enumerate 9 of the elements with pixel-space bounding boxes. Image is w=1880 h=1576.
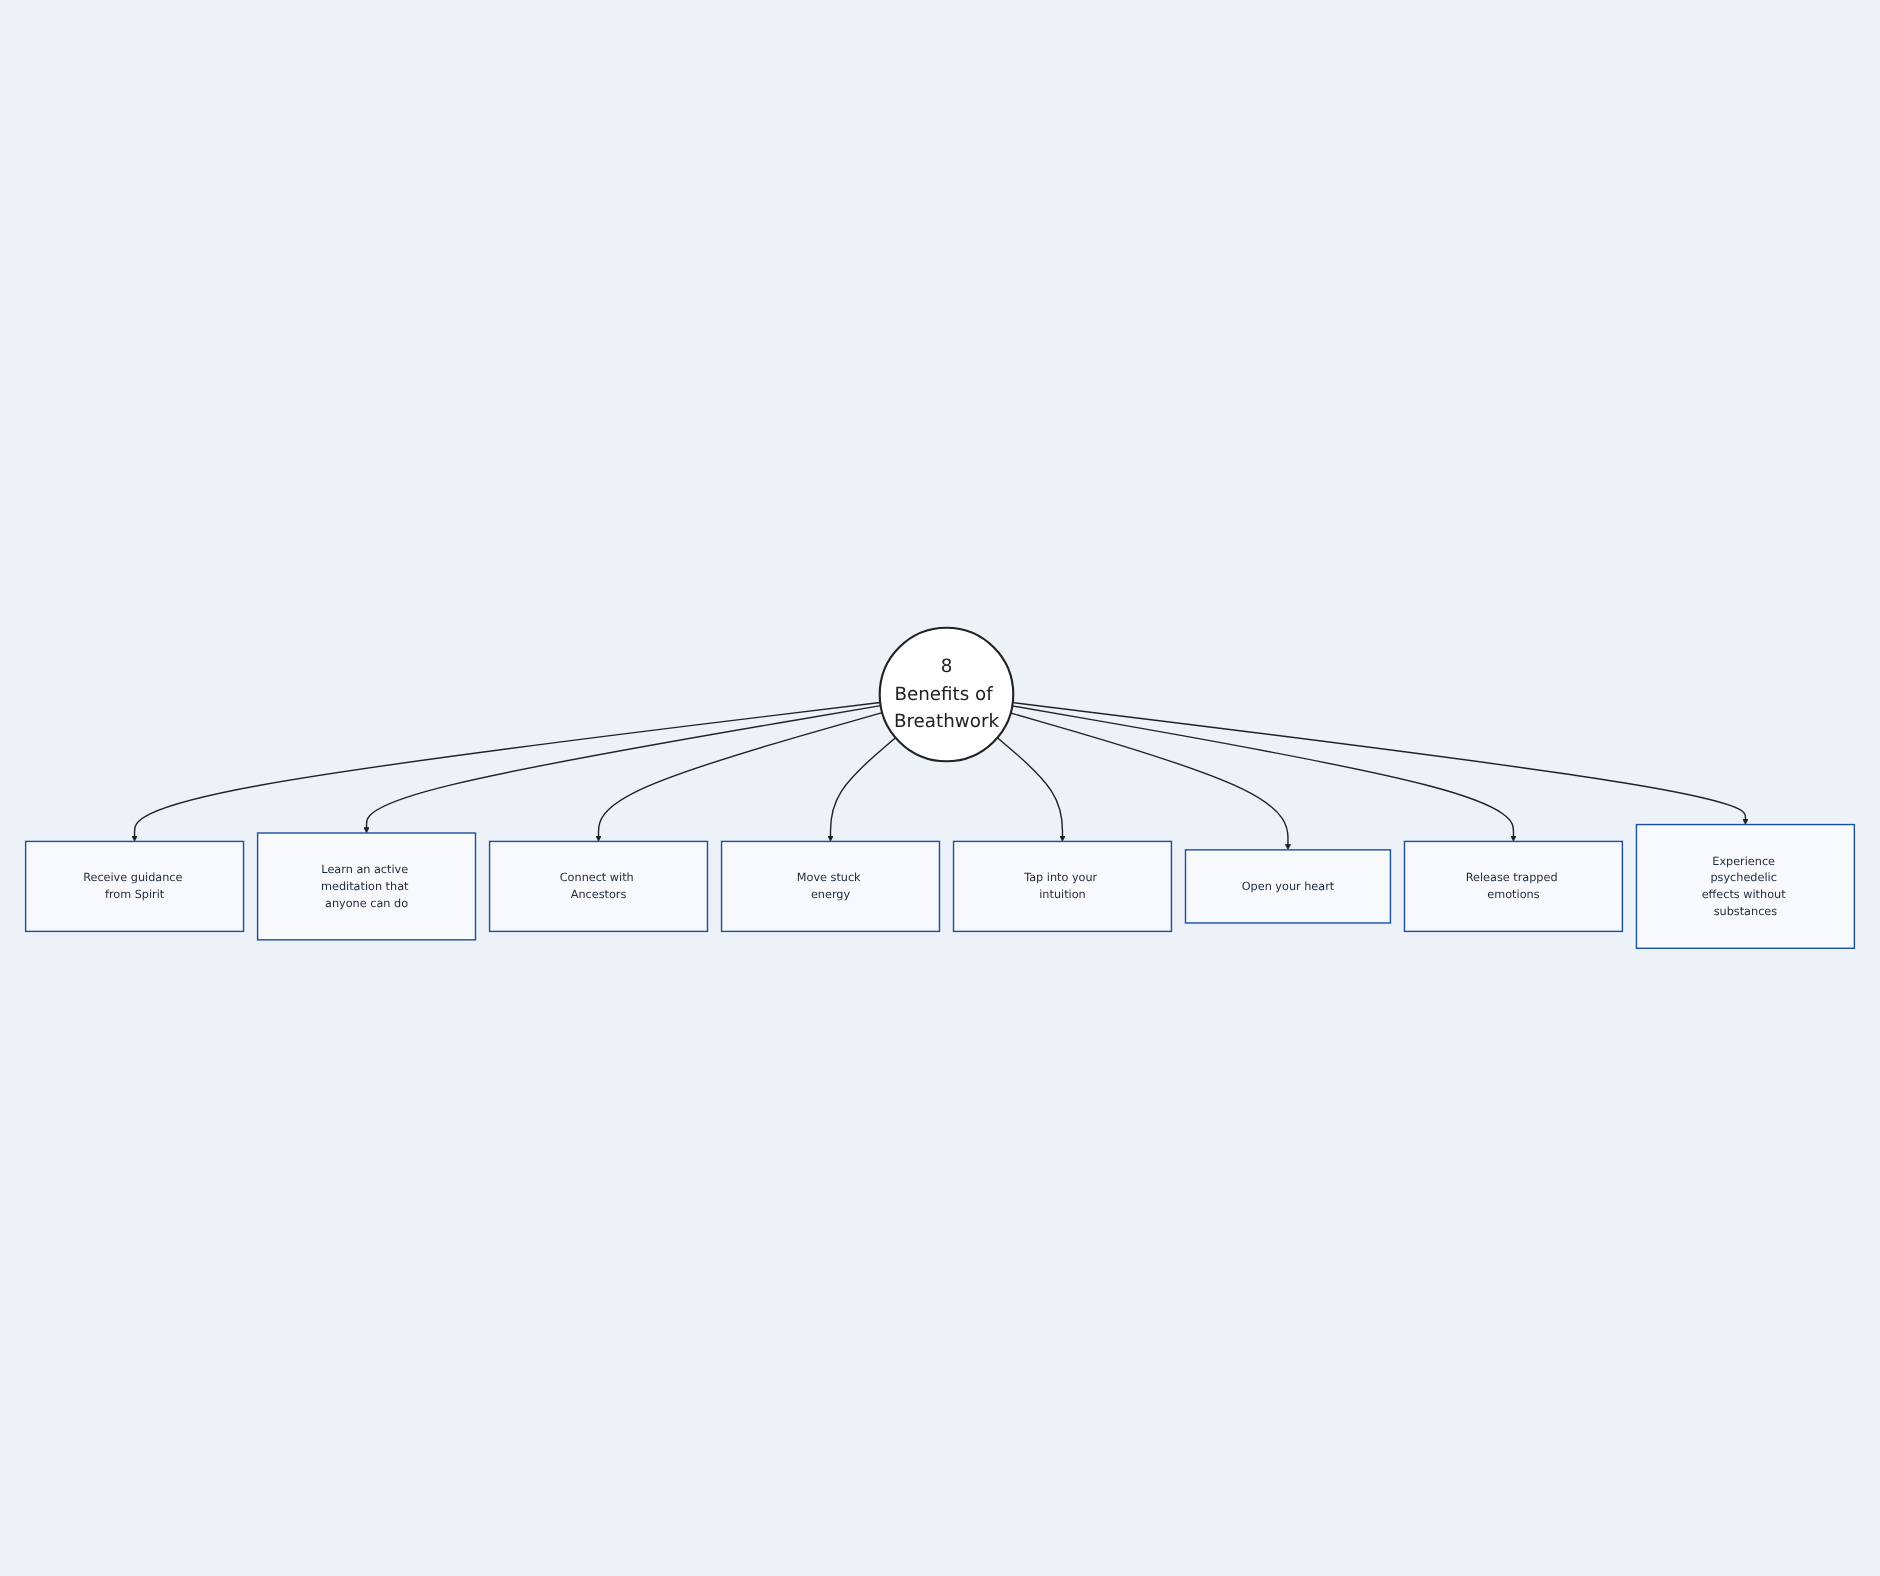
node-circle: 8 Benefits of Breathwork: [878, 626, 1015, 763]
arrow: [363, 704, 882, 834]
arrow: [131, 701, 881, 842]
arrow: [1011, 705, 1517, 842]
arrow: [996, 737, 1066, 842]
arrow: [827, 737, 897, 842]
arrow: [595, 711, 883, 842]
arrow: [1012, 701, 1749, 825]
arrow: [1009, 712, 1292, 851]
